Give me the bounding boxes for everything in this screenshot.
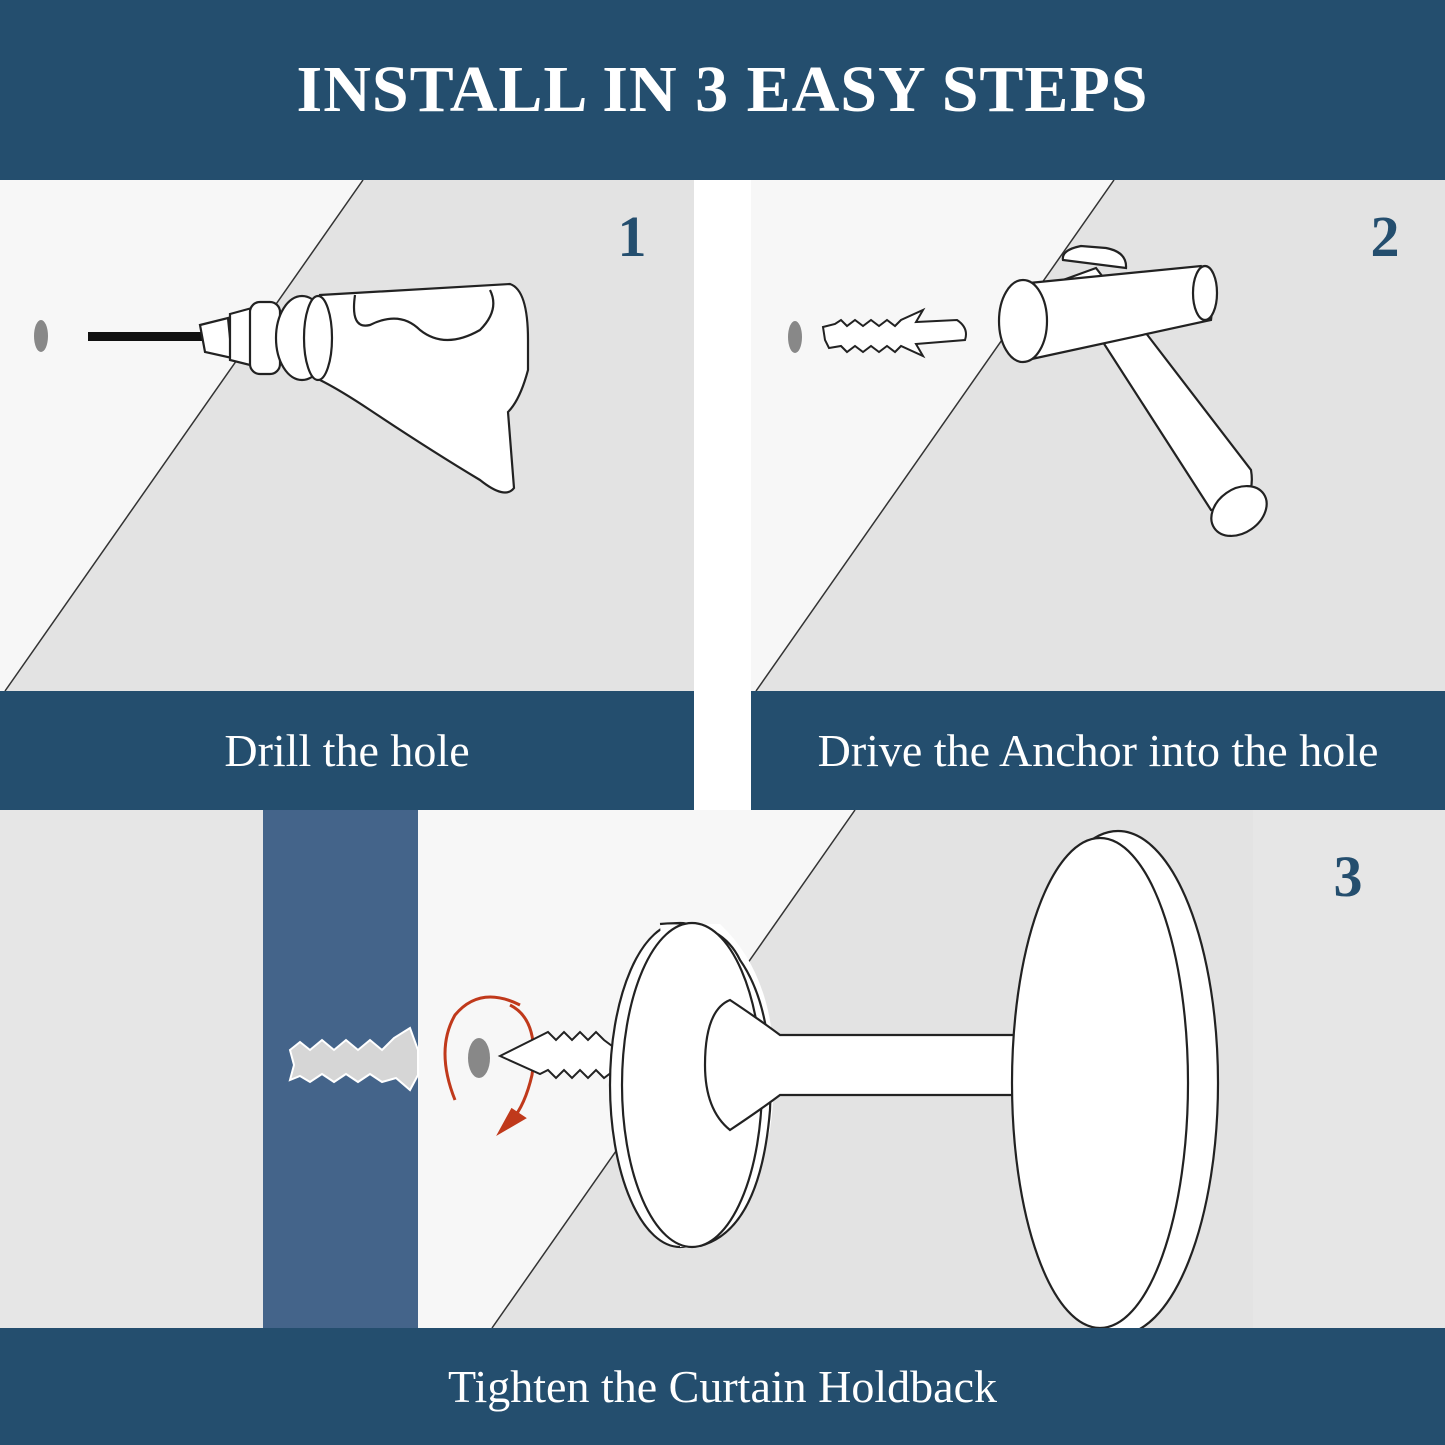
step-1-illustration: 1 xyxy=(0,179,694,692)
step-2-illustration: 2 xyxy=(751,179,1445,692)
step-2-panel: 2 xyxy=(751,179,1445,692)
step-3-caption: Tighten the Curtain Holdback xyxy=(0,1328,1445,1445)
step-3-illustration: 3 xyxy=(0,809,1445,1337)
drill-hole-icon xyxy=(468,1038,490,1078)
anchor-in-wall-icon xyxy=(288,1026,419,1092)
step-number: 2 xyxy=(1371,204,1400,269)
drill-hole-icon xyxy=(34,320,48,352)
step-2-caption: Drive the Anchor into the hole xyxy=(751,691,1445,810)
hammer-icon xyxy=(997,244,1268,538)
step-1-caption: Drill the hole xyxy=(0,691,694,810)
page-title: INSTALL IN 3 EASY STEPS xyxy=(0,0,1445,180)
rotate-arrow-icon xyxy=(443,995,536,1137)
drill-hole-icon xyxy=(788,321,802,353)
step-number: 3 xyxy=(1334,844,1363,909)
anchor-icon xyxy=(821,307,967,359)
step-3-panel: 3 xyxy=(0,809,1445,1337)
step-number: 1 xyxy=(618,204,647,269)
step-1-panel: 1 xyxy=(0,179,694,692)
drill-icon xyxy=(88,282,530,494)
holdback-knob-icon xyxy=(608,829,1220,1337)
